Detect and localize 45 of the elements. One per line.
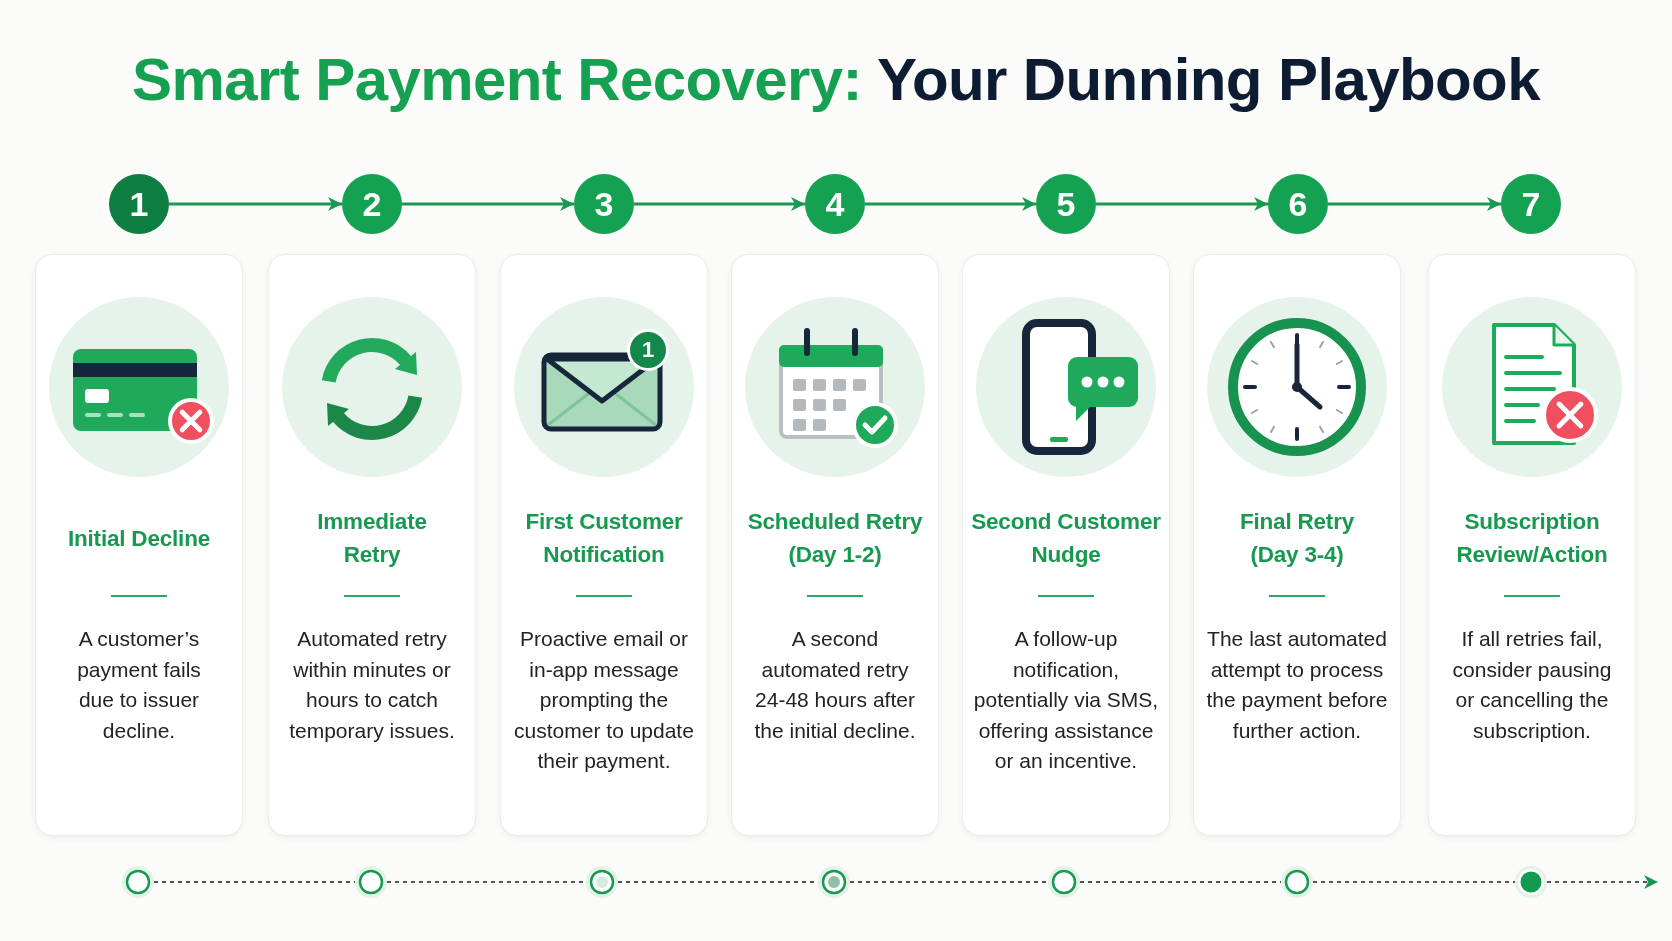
arrow [1096, 197, 1268, 211]
timeline-dot [586, 866, 618, 898]
timeline-dot [1515, 866, 1547, 898]
step-description: Automated retry within minutes or hours to catch temporary issues. [288, 626, 456, 744]
step-card [500, 254, 708, 836]
arrow [169, 197, 342, 211]
arrow [402, 197, 574, 211]
dotted-arrow [1546, 875, 1659, 889]
step-description: The last automated attempt to process the payment before further action. [1206, 626, 1388, 744]
step-title: Scheduled Retry (Day 1-2) [746, 508, 924, 569]
title: Smart Payment Recovery: Your Dunning Playbook [132, 45, 1540, 115]
step-card [1193, 254, 1401, 836]
step-card [35, 254, 243, 836]
step-number: 6 [1268, 174, 1328, 234]
step-card [731, 254, 939, 836]
arrow [1328, 197, 1501, 211]
dotted-line [849, 881, 1049, 883]
arrow [634, 197, 805, 211]
step-title: First Customer Notification [524, 508, 684, 569]
step-title: Final Retry (Day 3-4) [1238, 508, 1356, 569]
step-title: Second Customer Nudge [970, 508, 1162, 569]
step-title: Initial Decline [66, 524, 211, 553]
step-description: A follow-up notification, potentially via SMS, offering assistance or an incentive. [972, 626, 1160, 774]
timeline-dot [1048, 866, 1080, 898]
step-number: 5 [1036, 174, 1096, 234]
step-number: 7 [1501, 174, 1561, 234]
step-card [962, 254, 1170, 836]
step-description: A customer’s payment fails due to issuer decline. [76, 626, 202, 744]
dotted-line [1312, 881, 1516, 883]
step-title: Subscription Review/Action [1455, 508, 1609, 569]
step-description: A second automated retry 24-48 hours after the initial decline. [753, 626, 917, 744]
timeline-dot [818, 866, 850, 898]
timeline-dot [122, 866, 154, 898]
step-number: 4 [805, 174, 865, 234]
step-number: 2 [342, 174, 402, 234]
step-description: If all retries fail, consider pausing or cancelling the subscription. [1451, 626, 1613, 744]
step-card [268, 254, 476, 836]
step-number: 3 [574, 174, 634, 234]
step-number: 1 [109, 174, 169, 234]
step-description: Proactive email or in-app message prompting the customer to update their payment. [513, 626, 695, 774]
timeline-dot [355, 866, 387, 898]
arrow [865, 197, 1036, 211]
step-title: Immediate Retry [316, 508, 428, 569]
timeline-dot [1281, 866, 1313, 898]
step-card [1428, 254, 1636, 836]
